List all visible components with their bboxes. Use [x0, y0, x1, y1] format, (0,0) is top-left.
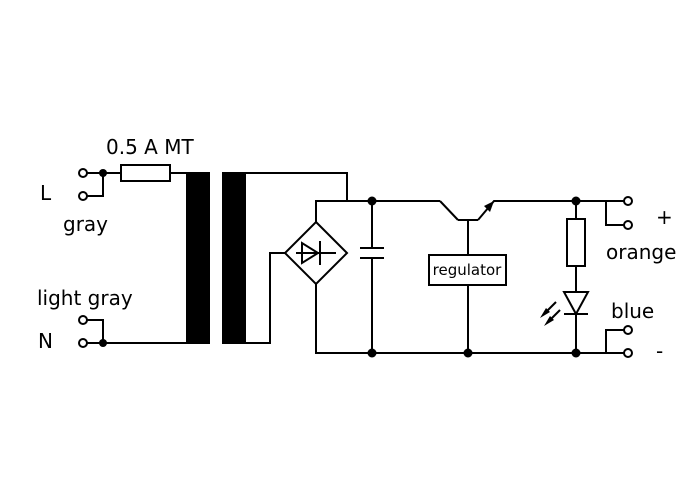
- led-light-arrows: [540, 301, 561, 326]
- light-gray-label: light gray: [37, 286, 133, 310]
- transformer-secondary-core: [222, 172, 246, 344]
- terminal-l-bottom: [78, 191, 88, 201]
- fuse-label: 0.5 A MT: [106, 135, 194, 159]
- terminal-n-top: [78, 315, 88, 325]
- output-plus-wire: [576, 200, 624, 226]
- minus-label: -: [656, 339, 663, 363]
- orange-label: orange: [606, 240, 676, 264]
- blue-label: blue: [611, 299, 654, 323]
- terminal-plus-top: [623, 196, 633, 206]
- secondary-top-wire: [246, 172, 348, 201]
- transistor-arrow: [484, 201, 494, 212]
- terminal-n-wire: [87, 319, 104, 344]
- terminal-l-wire: [87, 172, 104, 197]
- regulator-label: regulator: [433, 261, 503, 279]
- terminal-plus-bottom: [623, 220, 633, 230]
- led-triangle: [562, 291, 590, 317]
- resistor-symbol: [566, 218, 586, 267]
- bridge-top-wire: [315, 200, 347, 222]
- secondary-bottom-wire: [246, 252, 285, 344]
- bridge-bottom-wire: [315, 284, 372, 354]
- junction-dots: [99, 169, 581, 358]
- input-terminals-l: [78, 168, 104, 201]
- transistor-wire: [439, 200, 576, 221]
- neutral-label: N: [38, 329, 53, 353]
- terminal-l-top: [78, 168, 88, 178]
- terminal-minus-bottom: [623, 348, 633, 358]
- gray-label: gray: [63, 212, 108, 236]
- line-label: L: [40, 181, 52, 205]
- input-terminals-n: [78, 315, 104, 348]
- terminal-minus-top: [623, 325, 633, 335]
- terminal-n-bottom: [78, 338, 88, 348]
- output-minus-wire: [605, 329, 624, 354]
- regulator-box: [428, 254, 507, 286]
- transformer-primary-core: [186, 172, 210, 344]
- fuse-symbol: [120, 164, 171, 182]
- plus-label: +: [656, 205, 673, 229]
